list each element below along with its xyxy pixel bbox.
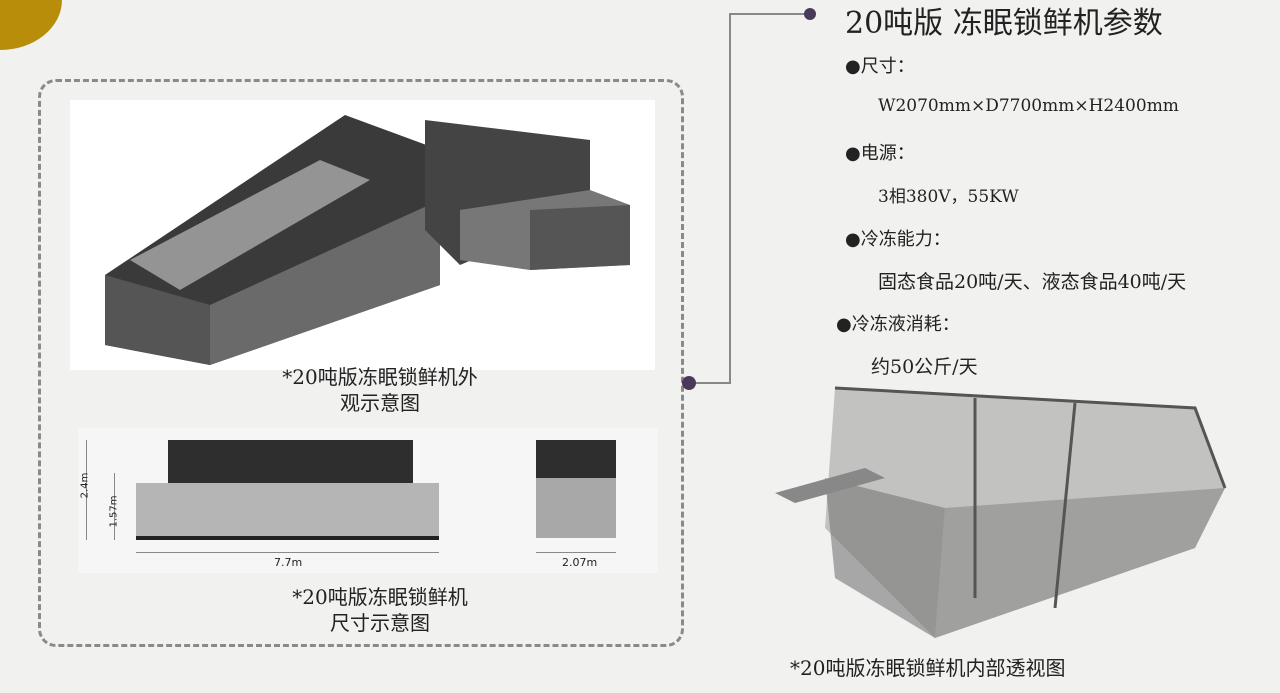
interior-perspective-image: [775, 378, 1235, 653]
height-total-label: 2.4m: [79, 472, 91, 499]
spec-value-consumption: 约50公斤/天: [871, 356, 978, 378]
exterior-caption-line1: *20吨版冻眠锁鲜机外: [282, 365, 478, 389]
spec-label-size: ●尺寸：: [845, 56, 915, 77]
spec-label-power: ●电源：: [845, 143, 915, 164]
spec-value-size: W2070mm×D7700mm×H2400mm: [878, 96, 1179, 116]
exterior-caption-line2: 观示意图: [340, 391, 420, 415]
image-group-frame: [38, 79, 684, 647]
spec-value-power: 3相380V，55KW: [878, 187, 1019, 207]
width-label: 2.07m: [562, 556, 598, 569]
spec-title: 20吨版 冻眠锁鲜机参数: [845, 6, 1163, 41]
exterior-render-image: [70, 100, 655, 370]
dimension-caption-line1: *20吨版冻眠锁鲜机: [292, 585, 468, 609]
interior-caption: *20吨版冻眠锁鲜机内部透视图: [790, 656, 1066, 680]
dimension-caption-line2: 尺寸示意图: [330, 611, 430, 635]
spec-label-consumption: ●冷冻液消耗：: [836, 314, 960, 335]
length-label: 7.7m: [274, 556, 303, 569]
dimension-drawing-image: 2.4m 1.57m 7.7m 2.07m: [78, 428, 658, 573]
height-body-label: 1.57m: [108, 495, 120, 528]
spec-label-capacity: ●冷冻能力：: [845, 229, 951, 250]
spec-value-capacity: 固态食品20吨/天、液态食品40吨/天: [878, 271, 1187, 293]
